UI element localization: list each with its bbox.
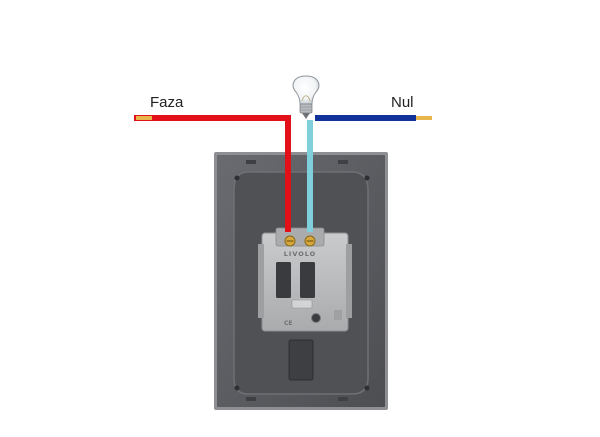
- plate-screw-hole: [234, 175, 240, 181]
- certification-mark: CE: [284, 320, 293, 327]
- module-latch: [334, 310, 342, 320]
- plate-clip-top-left: [246, 160, 256, 164]
- wall-plate: [214, 152, 388, 410]
- terminal-block: [275, 227, 325, 247]
- module-label-sticker: [291, 299, 313, 309]
- module-brand: LIVOLO: [284, 250, 316, 258]
- plate-clip-top-right: [338, 160, 348, 164]
- phase-wire: [134, 115, 291, 232]
- module-side-left: [258, 244, 264, 318]
- module-slot-left: [276, 262, 291, 298]
- plate-screw-hole: [364, 175, 370, 181]
- phase-label: Faza: [150, 94, 184, 111]
- wires: [134, 115, 432, 232]
- switch-module: LIVOLO CE: [258, 227, 352, 332]
- light-bulb-icon: [292, 75, 320, 119]
- plate-clip-bottom-right: [338, 397, 348, 401]
- module-button: [311, 313, 321, 323]
- neutral-label: Nul: [391, 94, 414, 111]
- module-slot-right: [300, 262, 315, 298]
- plate-screw-hole: [234, 385, 240, 391]
- plate-tab: [288, 339, 314, 381]
- plate-screw-hole: [364, 385, 370, 391]
- plate-clip-bottom-left: [246, 397, 256, 401]
- module-side-right: [346, 244, 352, 318]
